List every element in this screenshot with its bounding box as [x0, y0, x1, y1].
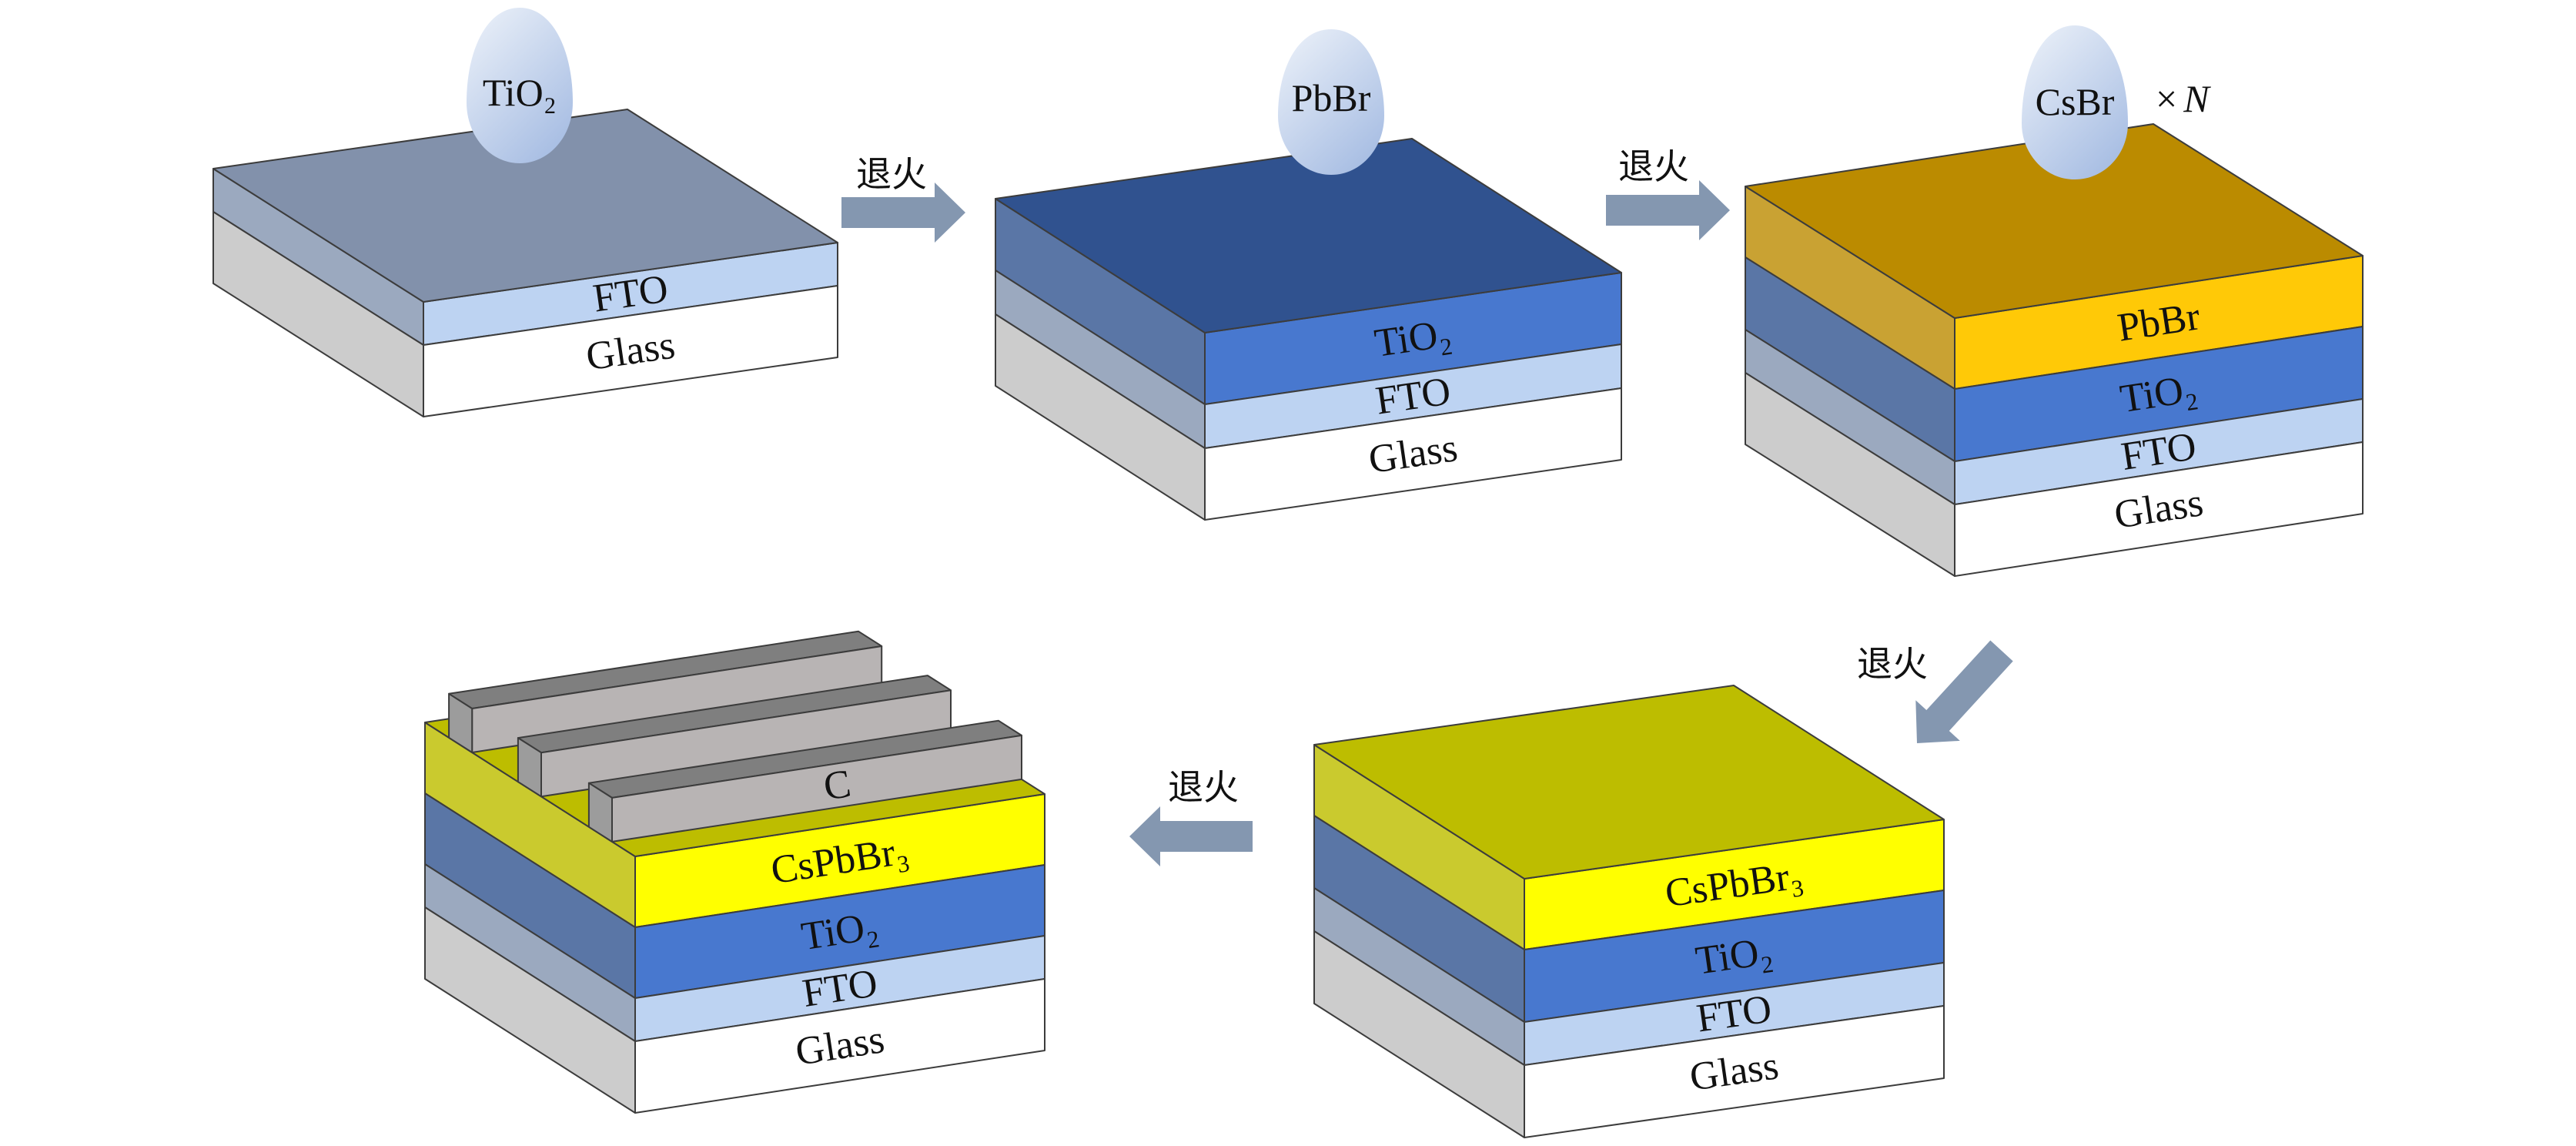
repeat-count-label: ×N	[2156, 77, 2211, 120]
glass-layer-front-face	[634, 978, 1045, 1114]
carbon-electrode-bar-3: C	[587, 719, 1022, 843]
carbon-bar-end-face	[587, 782, 613, 843]
droplet-label: TiO₂	[483, 71, 557, 114]
annealing-label: 退火	[1618, 146, 1689, 187]
times-symbol: ×	[2156, 77, 2177, 120]
arrow-icon	[841, 183, 965, 243]
annealing-label: 退火	[1857, 643, 1928, 685]
tio2-layer-label: TiO₂	[1372, 311, 1454, 366]
top-surface-face	[1313, 685, 1945, 880]
arrow-icon	[1915, 640, 2013, 743]
droplet-label: CsBr	[2036, 80, 2115, 123]
droplet-icon	[1278, 29, 1384, 175]
droplet-label: PbBr	[1292, 76, 1371, 119]
top-surface-face	[1745, 123, 2364, 319]
top-surface-face	[995, 138, 1622, 333]
annealing-arrows: 退火退火退火退火	[841, 146, 2013, 866]
droplets-and-electrodes: TiO₂ PbBr CsBr ×N C	[448, 8, 2211, 843]
precursor-droplet: TiO₂	[467, 8, 573, 163]
glass-layer-front-face	[1954, 441, 2364, 577]
precursor-droplet: CsBr	[2022, 25, 2128, 179]
precursor-droplet: PbBr	[1278, 29, 1384, 175]
arrow-icon	[1606, 180, 1730, 240]
carbon-electrode-bar-1	[448, 630, 883, 753]
carbon-bar-end-face	[517, 737, 542, 798]
glass-layer-front-face	[1204, 387, 1622, 521]
annealing-step-arrow-2: 退火	[1606, 146, 1730, 240]
annealing-step-arrow-4: 退火	[1129, 766, 1253, 866]
repeat-count-variable: N	[2183, 77, 2211, 120]
arrow-icon	[1129, 806, 1253, 866]
annealing-label: 退火	[856, 153, 927, 195]
glass-layer-front-face	[1524, 1005, 1945, 1138]
carbon-bar-end-face	[448, 692, 473, 753]
droplet-icon	[2022, 25, 2128, 179]
droplet-icon	[467, 8, 573, 163]
carbon-electrode-label: C	[821, 762, 854, 809]
annealing-step-arrow-3: 退火	[1857, 640, 2013, 743]
carbon-electrode-bar-2	[517, 675, 952, 798]
glass-layer-front-face	[423, 285, 838, 417]
annealing-label: 退火	[1168, 766, 1239, 808]
tio2-layer-label: TiO₂	[1693, 929, 1775, 983]
annealing-step-arrow-1: 退火	[841, 153, 965, 243]
